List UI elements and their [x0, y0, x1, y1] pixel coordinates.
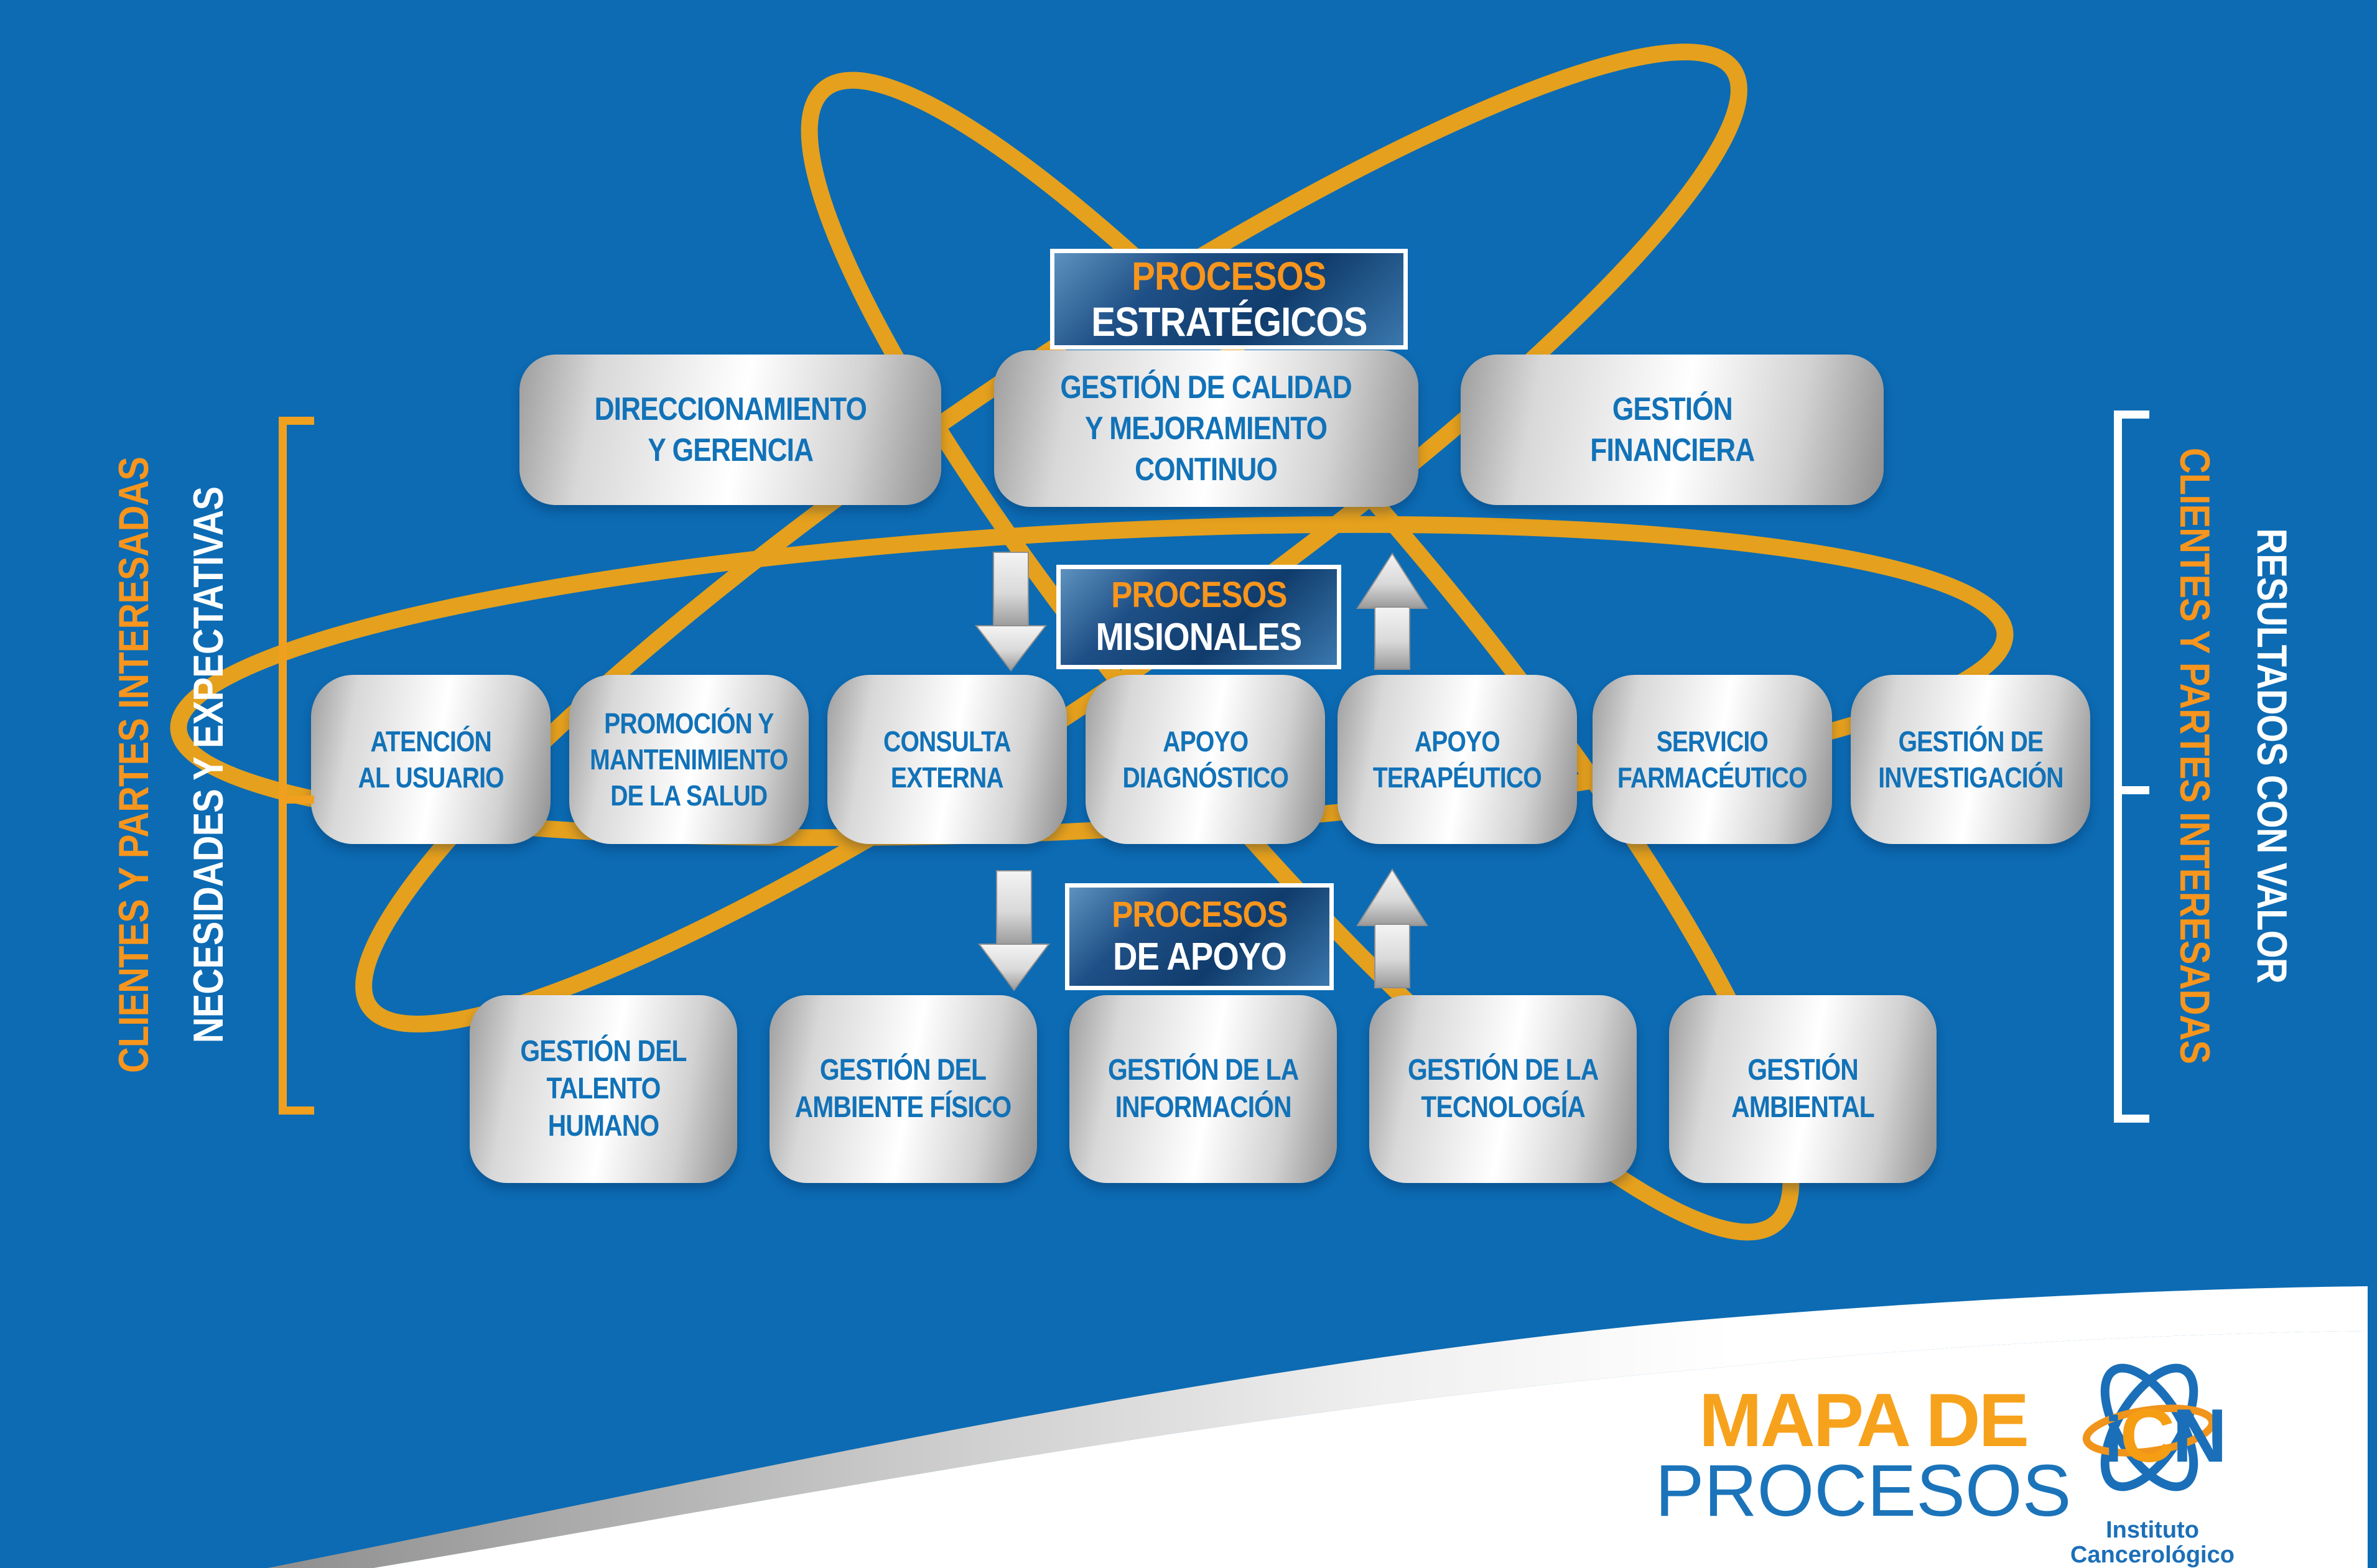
box-label: CONSULTA EXTERNA: [883, 725, 1011, 794]
box-gestion-tecnologia: GESTIÓN DE LA TECNOLOGÍA: [1369, 995, 1637, 1183]
logo-letter-c: C: [2119, 1393, 2175, 1478]
arrow-down-icon: [974, 552, 1048, 672]
box-promocion-y-mantenimiento: PROMOCIÓN Y MANTENIMIENTO DE LA SALUD: [569, 675, 809, 844]
icn-logo-orbits: [2082, 1363, 2217, 1491]
caption-text: CLIENTES Y PARTES INTERESADAS: [110, 457, 157, 1074]
box-label: GESTIÓN DEL TALENTO HUMANO: [520, 1035, 687, 1143]
box-label: GESTIÓN DEL AMBIENTE FÍSICO: [795, 1054, 1012, 1124]
left-caption-necesidades: NECESIDADES Y EXPECTATIVAS: [184, 438, 233, 1092]
arrow-up-icon: [1356, 868, 1428, 988]
label-procesos-misionales: PROCESOS MISIONALES: [1056, 565, 1341, 669]
box-gestion-de-calidad: GESTIÓN DE CALIDAD Y MEJORAMIENTO CONTIN…: [994, 350, 1418, 507]
logo-caption-line1: Instituto Cancerológico: [2070, 1517, 2235, 1568]
label-line-procesos: PROCESOS: [1110, 575, 1287, 615]
label-procesos-estrategicos: PROCESOS ESTRATÉGICOS: [1050, 249, 1408, 350]
box-label: DIRECCIONAMIENTO Y GERENCIA: [594, 391, 867, 468]
box-label: GESTIÓN DE LA INFORMACIÓN: [1107, 1054, 1299, 1124]
logo-caption-line2: de Nariño: [2022, 1567, 2283, 1568]
logo-letter-n: N: [2172, 1393, 2227, 1478]
icn-logo-letters: iCN: [2105, 1392, 2227, 1479]
box-gestion-talento-humano: GESTIÓN DEL TALENTO HUMANO: [470, 995, 737, 1183]
box-label: ATENCIÓN AL USUARIO: [358, 725, 504, 794]
label-line-de-apoyo: DE APOYO: [1112, 935, 1287, 978]
right-caption-resultados: RESULTADOS CON VALOR: [2248, 488, 2296, 1023]
box-label: PROMOCIÓN Y MANTENIMIENTO DE LA SALUD: [590, 707, 788, 812]
label-procesos-de-apoyo: PROCESOS DE APOYO: [1065, 883, 1334, 990]
box-gestion-informacion: GESTIÓN DE LA INFORMACIÓN: [1069, 995, 1337, 1183]
box-label: GESTIÓN AMBIENTAL: [1731, 1054, 1874, 1124]
logo-letter-i: i: [2105, 1404, 2123, 1476]
box-direccionamiento-y-gerencia: DIRECCIONAMIENTO Y GERENCIA: [519, 355, 941, 505]
caption-text: NECESIDADES Y EXPECTATIVAS: [185, 486, 232, 1044]
footer-title-mapa-de: MAPA DE: [1699, 1378, 2029, 1462]
label-line-estrategicos: ESTRATÉGICOS: [1091, 299, 1367, 345]
box-label: GESTIÓN DE LA TECNOLOGÍA: [1407, 1054, 1599, 1124]
box-gestion-ambiente-fisico: GESTIÓN DEL AMBIENTE FÍSICO: [770, 995, 1037, 1183]
swoosh-white-area: [373, 1331, 2368, 1568]
box-label: GESTIÓN FINANCIERA: [1589, 391, 1755, 468]
label-line-procesos: PROCESOS: [1111, 894, 1288, 935]
box-label: APOYO DIAGNÓSTICO: [1122, 725, 1288, 794]
box-label: APOYO TERAPÉUTICO: [1373, 725, 1542, 794]
box-gestion-ambiental: GESTIÓN AMBIENTAL: [1669, 995, 1937, 1183]
label-line-misionales: MISIONALES: [1095, 616, 1303, 659]
box-consulta-externa: CONSULTA EXTERNA: [827, 675, 1067, 844]
arrow-up-icon: [1356, 552, 1428, 670]
right-caption-clientes: CLIENTES Y PARTES INTERESADAS: [2170, 394, 2219, 1118]
flow-arrows: [974, 552, 1428, 991]
arrow-down-icon: [977, 870, 1051, 991]
caption-text: RESULTADOS CON VALOR: [2248, 528, 2296, 983]
box-atencion-al-usuario: ATENCIÓN AL USUARIO: [311, 675, 551, 844]
box-label: SERVICIO FARMACÉUTICO: [1617, 725, 1808, 794]
caption-text: CLIENTES Y PARTES INTERESADAS: [2171, 447, 2218, 1064]
box-apoyo-terapeutico: APOYO TERAPÉUTICO: [1337, 675, 1577, 844]
footer-title: MAPA DE PROCESOS: [1655, 1378, 2072, 1532]
swoosh-silver-edge: [267, 1286, 2368, 1568]
footer-title-procesos: PROCESOS: [1655, 1450, 2072, 1532]
box-servicio-farmaceutico: SERVICIO FARMACÉUTICO: [1593, 675, 1832, 844]
box-label: GESTIÓN DE INVESTIGACIÓN: [1877, 725, 2063, 794]
icn-logo-caption: Instituto Cancerológico de Nariño: [2022, 1518, 2283, 1568]
left-caption-clientes: CLIENTES Y PARTES INTERESADAS: [109, 403, 158, 1128]
orbit-petal-up-right: [355, 44, 1747, 1032]
box-apoyo-diagnostico: APOYO DIAGNÓSTICO: [1086, 675, 1325, 844]
label-line-procesos: PROCESOS: [1132, 254, 1326, 299]
box-gestion-financiera: GESTIÓN FINANCIERA: [1461, 355, 1884, 505]
box-label: GESTIÓN DE CALIDAD Y MEJORAMIENTO CONTIN…: [1060, 369, 1352, 488]
box-gestion-de-investigacion: GESTIÓN DE INVESTIGACIÓN: [1851, 675, 2090, 844]
